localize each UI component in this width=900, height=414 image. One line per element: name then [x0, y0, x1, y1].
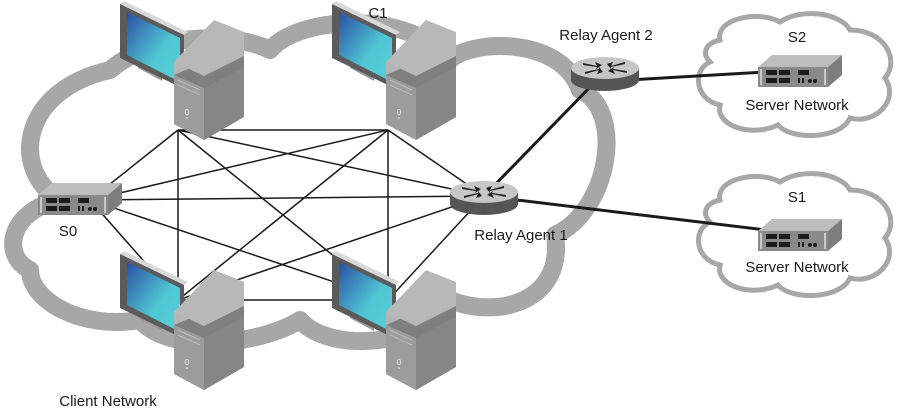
- label-relay-agent-1: Relay Agent 1: [474, 227, 567, 244]
- label-s2-server-network: Server Network: [745, 97, 849, 114]
- workstation-top-left[interactable]: [119, 0, 245, 141]
- label-client-network: Client Network: [59, 393, 157, 410]
- router-relay-agent-1[interactable]: [450, 181, 518, 215]
- link-c1-s0: [89, 129, 389, 201]
- link-pc_tl-ra1: [177, 129, 485, 197]
- label-s1: S1: [788, 189, 806, 206]
- workstation-bottom-right[interactable]: [331, 250, 457, 391]
- link-s0-ra1: [89, 195, 485, 201]
- server-s2[interactable]: [758, 55, 842, 87]
- label-s0: S0: [59, 223, 77, 240]
- client-network-cloud: [4, 14, 616, 352]
- server-s1[interactable]: [758, 219, 842, 251]
- label-s1-server-network: Server Network: [745, 259, 849, 276]
- label-relay-agent-2: Relay Agent 2: [559, 27, 652, 44]
- link-ra1-s1: [483, 194, 767, 232]
- label-s2: S2: [788, 29, 806, 46]
- label-c1: C1: [368, 5, 387, 22]
- server-s0[interactable]: [38, 183, 122, 215]
- router-relay-agent-2[interactable]: [571, 57, 639, 91]
- link-ra1-ra2: [482, 80, 597, 198]
